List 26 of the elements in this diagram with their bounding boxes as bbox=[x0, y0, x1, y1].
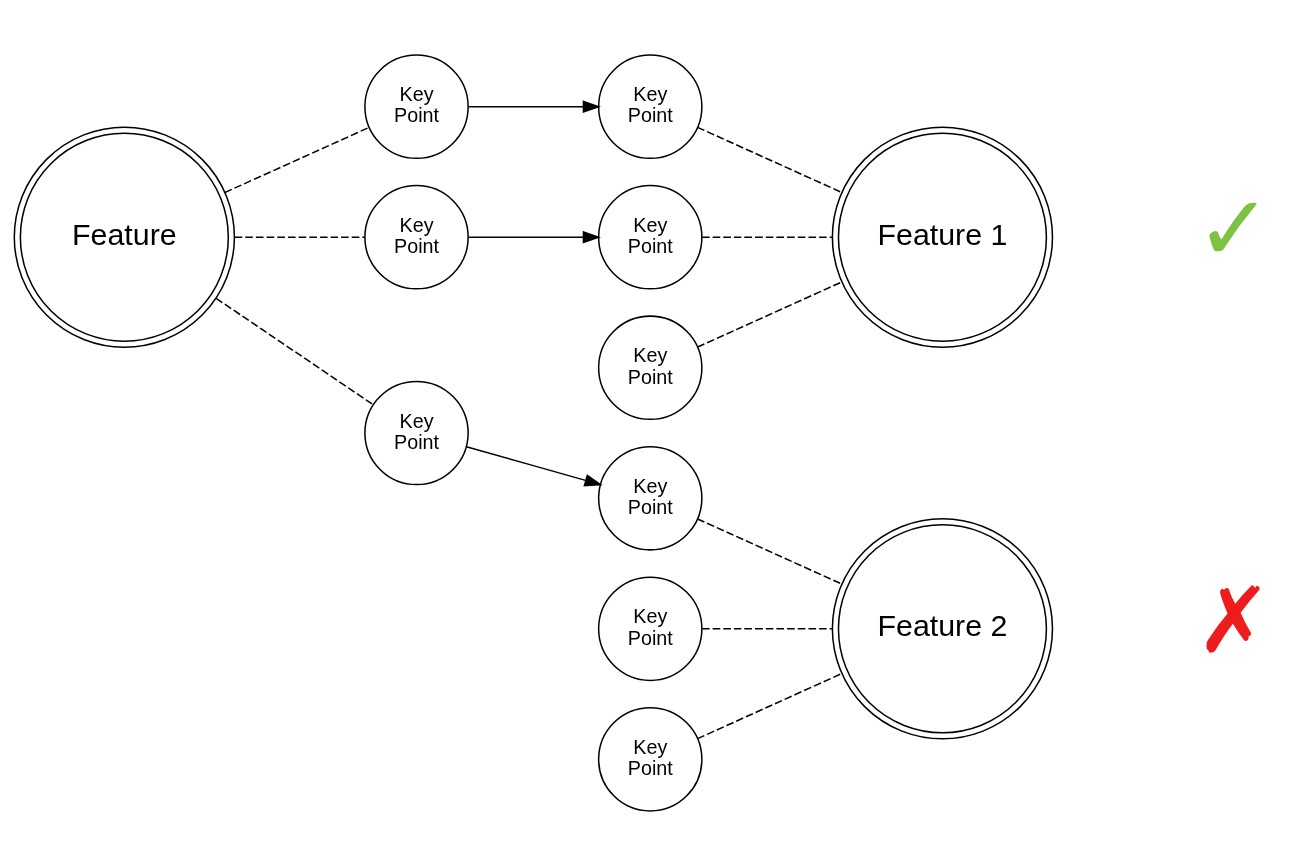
node-circle: Key Point bbox=[364, 53, 469, 159]
arrow bbox=[467, 99, 601, 113]
node-circle: Key Point bbox=[597, 53, 703, 159]
node-circle: Key Point bbox=[597, 445, 703, 551]
node-text: ✗ bbox=[1195, 566, 1272, 673]
node-circle: Feature bbox=[13, 125, 236, 348]
node-text: ✓ bbox=[1195, 174, 1272, 281]
node-circle: Key Point bbox=[597, 706, 703, 812]
node-circle: Key Point bbox=[597, 575, 703, 681]
node-circle: Key Point bbox=[597, 314, 703, 420]
connector bbox=[696, 280, 843, 348]
node-circle: Key Point bbox=[364, 380, 469, 485]
node-circle: Key Point bbox=[597, 184, 703, 290]
arrow bbox=[467, 230, 601, 244]
connector bbox=[696, 126, 843, 193]
connector bbox=[234, 235, 366, 238]
arrow bbox=[465, 445, 603, 486]
connector bbox=[215, 297, 375, 405]
connector bbox=[696, 517, 843, 585]
node-circle: Feature 2 bbox=[831, 517, 1054, 740]
connector bbox=[224, 126, 370, 193]
node-circle: Key Point bbox=[364, 184, 469, 290]
connector bbox=[701, 627, 833, 630]
node-circle: Feature 1 bbox=[831, 125, 1054, 348]
connector bbox=[696, 672, 843, 739]
connector bbox=[701, 235, 833, 238]
